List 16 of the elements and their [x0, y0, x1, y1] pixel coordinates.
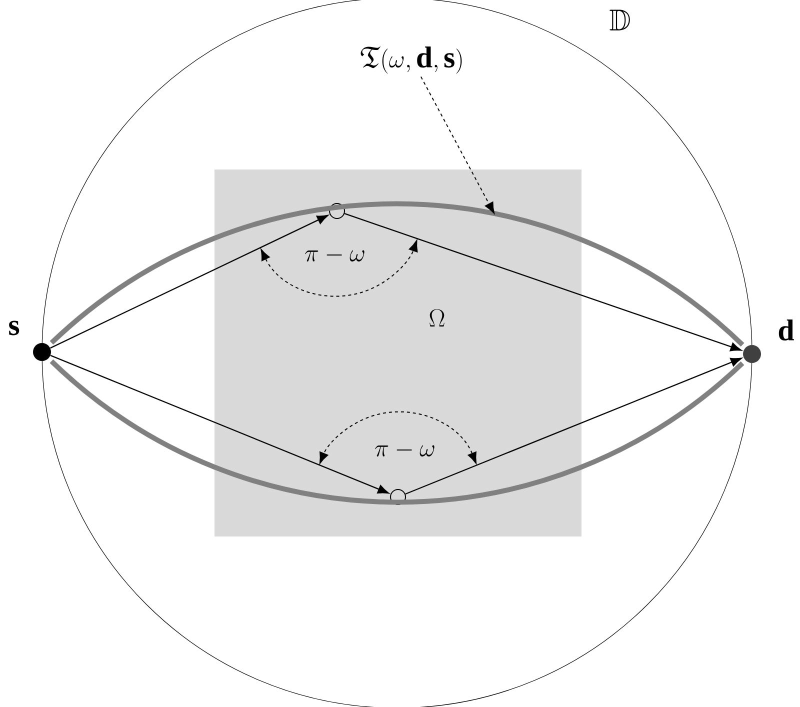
curve-label: $\mathfrak{T}(\omega,\mathbf{d},\mathbf{s})$	[360, 46, 462, 74]
arrow	[50, 354, 389, 494]
angle-label: $\pi-\omega$	[375, 445, 434, 456]
curve	[50, 359, 744, 504]
curve	[50, 202, 744, 347]
leader-line	[420, 76, 495, 214]
vertex-circle	[329, 203, 345, 219]
vertex-circle	[390, 489, 406, 505]
angle-label: $\pi-\omega$	[305, 250, 364, 262]
arrow	[50, 214, 328, 349]
region-label: $\Omega$	[430, 309, 444, 326]
arrow	[405, 358, 742, 495]
arrow	[344, 213, 742, 352]
point-label: $\mathbf{s}$	[9, 320, 20, 336]
region-label: $\mathbb{D}$	[610, 10, 630, 30]
point-label: $\mathbf{d}$	[778, 319, 794, 341]
